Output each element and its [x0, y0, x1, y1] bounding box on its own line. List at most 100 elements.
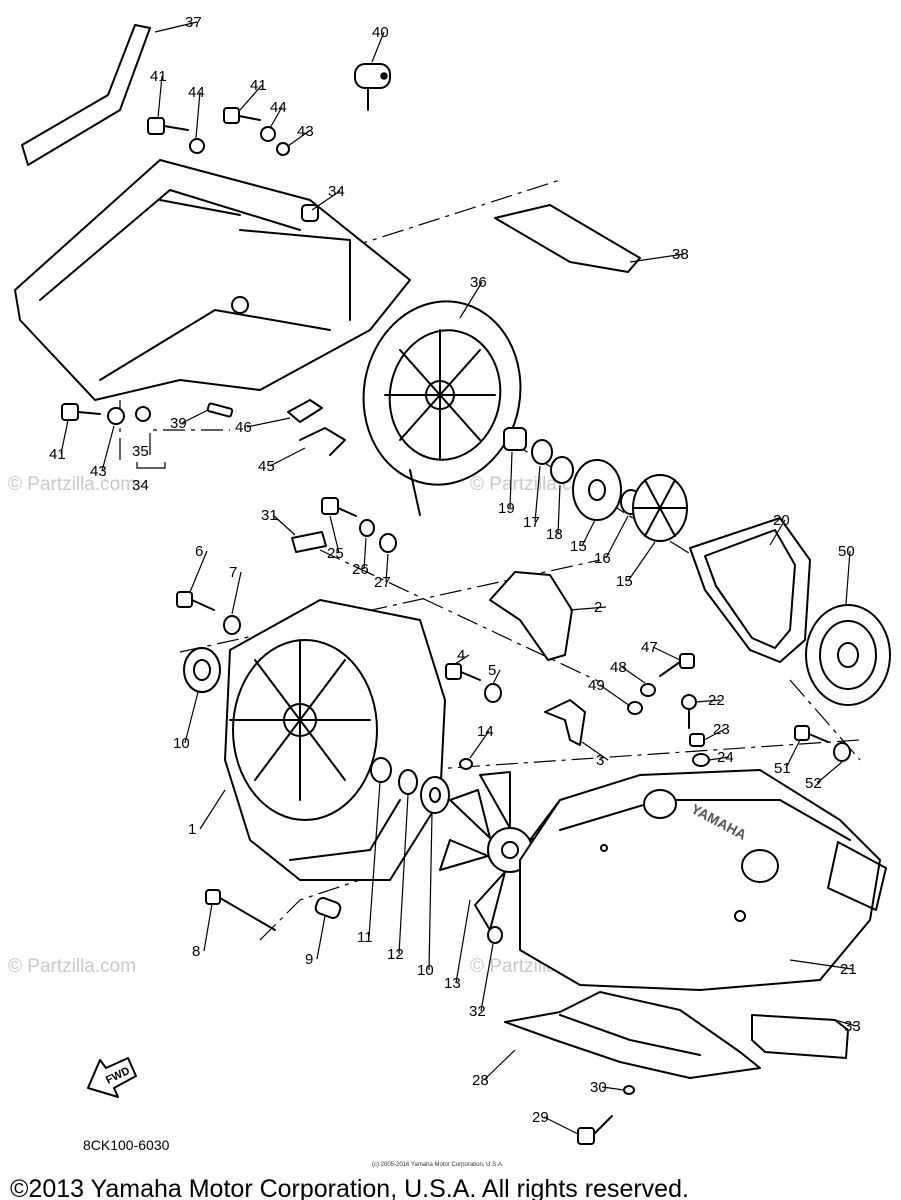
stay-part-45	[299, 427, 346, 456]
leader-line-5	[492, 669, 501, 685]
bracket-part-3	[544, 699, 586, 746]
leader-line-25	[329, 515, 340, 554]
callout-5: 5	[488, 662, 496, 679]
leader-line-47	[652, 646, 681, 661]
bearing-part-10-left	[183, 647, 221, 693]
leader-line-43b	[101, 425, 115, 472]
leader-line-17	[534, 465, 541, 523]
leader-line-2	[569, 606, 607, 611]
leader-line-44a	[195, 91, 201, 139]
callout-39: 39	[170, 415, 187, 432]
leader-line-12	[398, 794, 409, 955]
leader-line-3	[581, 741, 609, 761]
diagram-code: 8CK100-6030	[83, 1137, 170, 1153]
leader-line-8	[203, 903, 213, 952]
leader-line-4	[454, 654, 470, 665]
callout-15a: 15	[570, 538, 587, 555]
leader-line-10a	[184, 691, 199, 744]
bolt-part-22	[681, 694, 697, 710]
top-bolts-group	[147, 107, 290, 156]
lower-duct-part-28	[504, 991, 761, 1079]
callout-20: 20	[773, 512, 790, 529]
callout-44b: 44	[270, 99, 287, 116]
bolt-group-25-27	[291, 497, 397, 553]
callout-19: 19	[498, 500, 515, 517]
leader-line-20	[769, 519, 786, 546]
leader-line-44b	[269, 106, 283, 129]
driven-pulley-part-50	[805, 604, 891, 706]
outer-case-part-21: YAMAHA	[519, 769, 887, 991]
callout-21: 21	[840, 961, 857, 978]
leader-line-28	[483, 1049, 516, 1081]
callout-10a: 10	[173, 735, 190, 752]
bolt-part-51	[794, 725, 810, 741]
damper-part-32	[487, 926, 503, 944]
leader-line-36	[459, 281, 483, 319]
leader-line-15a	[581, 519, 596, 547]
callout-37: 37	[185, 14, 202, 31]
leader-line-43a	[287, 130, 310, 147]
callout-52: 52	[805, 775, 822, 792]
callout-41b: 41	[250, 77, 267, 94]
callout-31: 31	[261, 507, 278, 524]
leader-line-50	[845, 550, 851, 605]
callout-23: 23	[713, 721, 730, 738]
callout-34a: 34	[328, 183, 345, 200]
leader-line-23	[703, 728, 726, 741]
callout-43b: 43	[90, 463, 107, 480]
pad-part-38	[494, 204, 641, 273]
leader-line-48	[621, 666, 646, 684]
plate-part-39	[206, 402, 234, 418]
pulley-cover-part-36	[362, 300, 522, 516]
leader-line-26	[363, 537, 367, 570]
callout-16: 16	[594, 550, 611, 567]
copyright-line: ©2013 Yamaha Motor Corporation, U.S.A. A…	[10, 1175, 689, 1200]
callout-22: 22	[708, 692, 725, 709]
callout-51: 51	[774, 760, 791, 777]
leader-line-29	[543, 1116, 579, 1135]
pad-part-33	[751, 1014, 849, 1059]
callout-13: 13	[444, 975, 461, 992]
leader-line-41b	[239, 84, 263, 111]
leader-line-30	[601, 1086, 625, 1091]
callout-32: 32	[469, 1003, 486, 1020]
callout-27: 27	[374, 574, 391, 591]
callout-44a: 44	[188, 84, 205, 101]
callout-9: 9	[305, 951, 313, 968]
leader-line-21	[789, 959, 853, 970]
callout-41a: 41	[150, 68, 167, 85]
washer-part-24	[692, 753, 710, 767]
belt-part-20	[689, 517, 811, 663]
fwd-arrow-icon: FWD	[87, 1057, 137, 1098]
leader-line-9	[316, 915, 326, 960]
leader-line-14	[469, 730, 490, 759]
callout-15b: 15	[616, 573, 633, 590]
leader-line-51	[785, 739, 801, 769]
watermark-left-bottom: © Partzilla.com	[8, 956, 136, 977]
leader-line-49	[599, 684, 631, 707]
bolt-part-29	[577, 1127, 595, 1145]
watermark-left-top: © Partzilla.com	[8, 474, 136, 495]
callout-40: 40	[372, 24, 389, 41]
leader-line-24	[708, 756, 730, 761]
leader-line-31	[272, 514, 296, 536]
pulley-stack	[503, 427, 688, 542]
lower-left-bolt-group	[61, 403, 151, 425]
callout-29: 29	[532, 1109, 549, 1126]
callout-2: 2	[594, 599, 602, 616]
callout-4: 4	[457, 647, 465, 664]
leader-line-10b	[428, 812, 433, 971]
leader-line-41a	[157, 75, 163, 119]
callout-26: 26	[352, 561, 369, 578]
callout-48: 48	[610, 659, 627, 676]
callout-33: 33	[844, 1018, 861, 1035]
callout-49: 49	[588, 677, 605, 694]
leader-line-37	[154, 21, 198, 33]
callout-41c: 41	[49, 446, 66, 463]
bracket-35-34	[136, 462, 166, 469]
leader-line-52	[816, 761, 843, 784]
callout-50: 50	[838, 543, 855, 560]
leader-line-32	[480, 943, 494, 1012]
callout-36: 36	[470, 274, 487, 291]
